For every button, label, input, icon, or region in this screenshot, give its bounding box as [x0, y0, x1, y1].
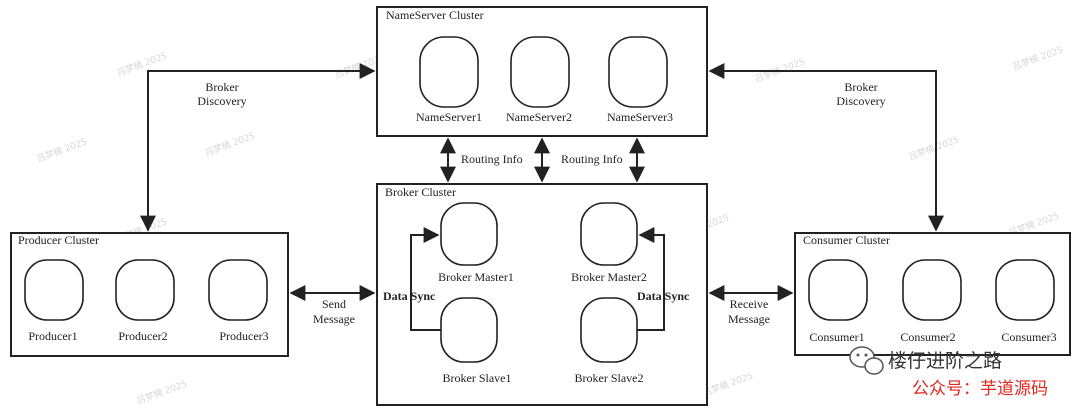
consumer-label: Consumer2	[900, 330, 955, 344]
broker-discovery-left: Broker Discovery	[140, 63, 376, 232]
broker-master-label: Broker Master2	[571, 270, 647, 284]
broker-master-label: Broker Master1	[438, 270, 514, 284]
broker-cluster: Broker Cluster Broker Master1 Broker Mas…	[376, 183, 708, 406]
broker-master-node	[440, 202, 498, 266]
nameserver-node	[510, 36, 570, 108]
producer-label: Producer3	[219, 329, 268, 343]
nameserver-label: NameServer1	[416, 110, 482, 124]
consumer-label: Consumer1	[809, 330, 864, 344]
consumer-node	[995, 259, 1055, 321]
watermark-text: 吕梦楠 2025	[135, 377, 189, 406]
producer-cluster: Producer Cluster Producer1 Producer2 Pro…	[10, 232, 289, 357]
consumer-node	[808, 259, 868, 321]
nameserver-cluster-title: NameServer Cluster	[386, 8, 484, 22]
watermark-text: 吕梦楠 2025	[907, 133, 961, 162]
send-message: Send Message	[289, 285, 376, 326]
watermark-text: 吕梦楠 2025	[203, 129, 257, 158]
routing-info-right-label: Routing Info	[561, 152, 623, 166]
watermark-text: 吕梦楠 2025	[1011, 43, 1065, 72]
routing-info-left-label: Routing Info	[461, 152, 523, 166]
broker-master-node	[580, 202, 638, 266]
branding-account-name: 楼仔进阶之路	[888, 350, 1002, 372]
consumer-label: Consumer3	[1001, 330, 1056, 344]
producer-node	[115, 259, 175, 321]
data-sync-right-label: Data Sync	[637, 289, 690, 303]
broker-discovery-right-label-line2: Discovery	[836, 94, 885, 108]
send-message-label-line2: Message	[313, 312, 355, 326]
send-message-label-line1: Send	[322, 297, 346, 311]
data-sync-right-arrow	[637, 227, 665, 331]
producer-node	[24, 259, 84, 321]
watermark-text: 吕梦楠 2025	[115, 49, 169, 78]
broker-discovery-right-label-line1: Broker	[844, 80, 877, 94]
consumer-cluster: Consumer Cluster Consumer1 Consumer2 Con…	[794, 232, 1071, 356]
broker-discovery-left-arrow	[140, 63, 376, 232]
data-sync-left-label: Data Sync	[383, 289, 436, 303]
receive-message: Receive Message	[708, 285, 794, 326]
nameserver-label: NameServer3	[607, 110, 673, 124]
broker-slave-label: Broker Slave1	[443, 371, 512, 385]
producer-label: Producer2	[118, 329, 167, 343]
nameserver-cluster: NameServer Cluster NameServer1 NameServe…	[376, 6, 708, 137]
nameserver-node	[419, 36, 479, 108]
broker-cluster-title: Broker Cluster	[385, 185, 456, 199]
producer-label: Producer1	[28, 329, 77, 343]
nameserver-node	[608, 36, 668, 108]
producer-cluster-title: Producer Cluster	[18, 233, 99, 247]
data-sync-left-arrow	[410, 227, 441, 331]
broker-slave-node	[580, 297, 638, 363]
branding-source: 公众号：芋道源码	[912, 379, 1048, 399]
consumer-node	[902, 259, 962, 321]
branding-overlay: 楼仔进阶之路 公众号：芋道源码	[849, 346, 1048, 399]
wechat-logo-icon	[849, 346, 884, 375]
broker-discovery-right: Broker Discovery	[708, 63, 944, 232]
broker-discovery-left-label-line1: Broker	[205, 80, 238, 94]
broker-discovery-left-label-line2: Discovery	[197, 94, 246, 108]
producer-node	[208, 259, 268, 321]
broker-discovery-right-arrow	[708, 63, 944, 232]
routing-info: Routing Info Routing Info	[440, 137, 645, 183]
broker-slave-node	[440, 297, 498, 363]
watermark-text: 吕梦楠 2025	[701, 369, 755, 398]
receive-message-label-line2: Message	[728, 312, 770, 326]
consumer-cluster-title: Consumer Cluster	[803, 233, 890, 247]
watermark-text: 吕梦楠 2025	[35, 135, 89, 164]
nameserver-label: NameServer2	[506, 110, 572, 124]
receive-message-label-line1: Receive	[730, 297, 769, 311]
broker-cluster-box	[376, 183, 708, 406]
broker-slave-label: Broker Slave2	[575, 371, 644, 385]
